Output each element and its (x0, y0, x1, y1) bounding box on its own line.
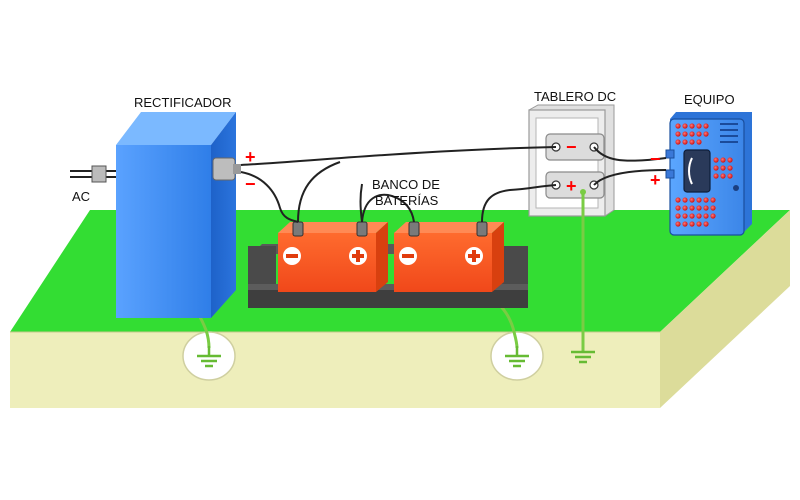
dc-board (528, 104, 615, 217)
rectifier-side (211, 112, 236, 318)
wire-board-to-equipment-negative (593, 146, 667, 162)
wire-battery-left-negative (297, 161, 341, 223)
dc-board-label: TABLERO DC (534, 89, 616, 104)
ac-label: AC (72, 189, 90, 204)
dc-board-ground (571, 189, 595, 364)
rectifier-dc-connector (212, 157, 241, 181)
ground-symbol-icon (197, 346, 221, 368)
wire-board-to-equipment-positive (593, 169, 667, 186)
polarity-signs: + − − + − + (245, 137, 661, 196)
battery-right (394, 222, 504, 292)
labels: RECTIFICADOR AC BANCO DE BATERÍAS TABLER… (72, 89, 735, 208)
rectifier-top (116, 112, 236, 145)
rectifier-front (116, 145, 211, 318)
rectifier-label: RECTIFICADOR (134, 95, 232, 110)
equipment-vents (720, 123, 738, 143)
wire-rectifier-negative (240, 171, 299, 223)
ground-well-batteries (490, 300, 544, 381)
battery-bank-label-line2: BATERÍAS (375, 193, 439, 208)
wire-battery-link (361, 193, 415, 223)
ground-symbol-icon (571, 350, 595, 364)
equipment-unit (665, 112, 752, 236)
dc-wiring (240, 146, 667, 223)
ground-side-face (660, 210, 790, 408)
equipment-plus-sign: + (650, 170, 661, 190)
ground-front-face (10, 332, 660, 408)
ground-symbol-icon (505, 346, 529, 368)
equipment-label: EQUIPO (684, 92, 735, 107)
equipment-minus-sign: − (650, 149, 661, 169)
equipment-screen (683, 149, 711, 193)
battery-bank-label-line1: BANCO DE (372, 177, 440, 192)
equipment-indicator-lights (675, 123, 733, 227)
board-minus-sign: − (566, 137, 577, 157)
wire-rectifier-positive (240, 146, 557, 166)
ac-input-cable (70, 165, 116, 183)
board-plus-sign: + (566, 176, 577, 196)
wire-battery-right-positive (481, 184, 557, 223)
rectifier-cabinet (70, 112, 241, 318)
rectifier-minus-sign: − (245, 174, 256, 194)
rectifier-plus-sign: + (245, 147, 256, 167)
